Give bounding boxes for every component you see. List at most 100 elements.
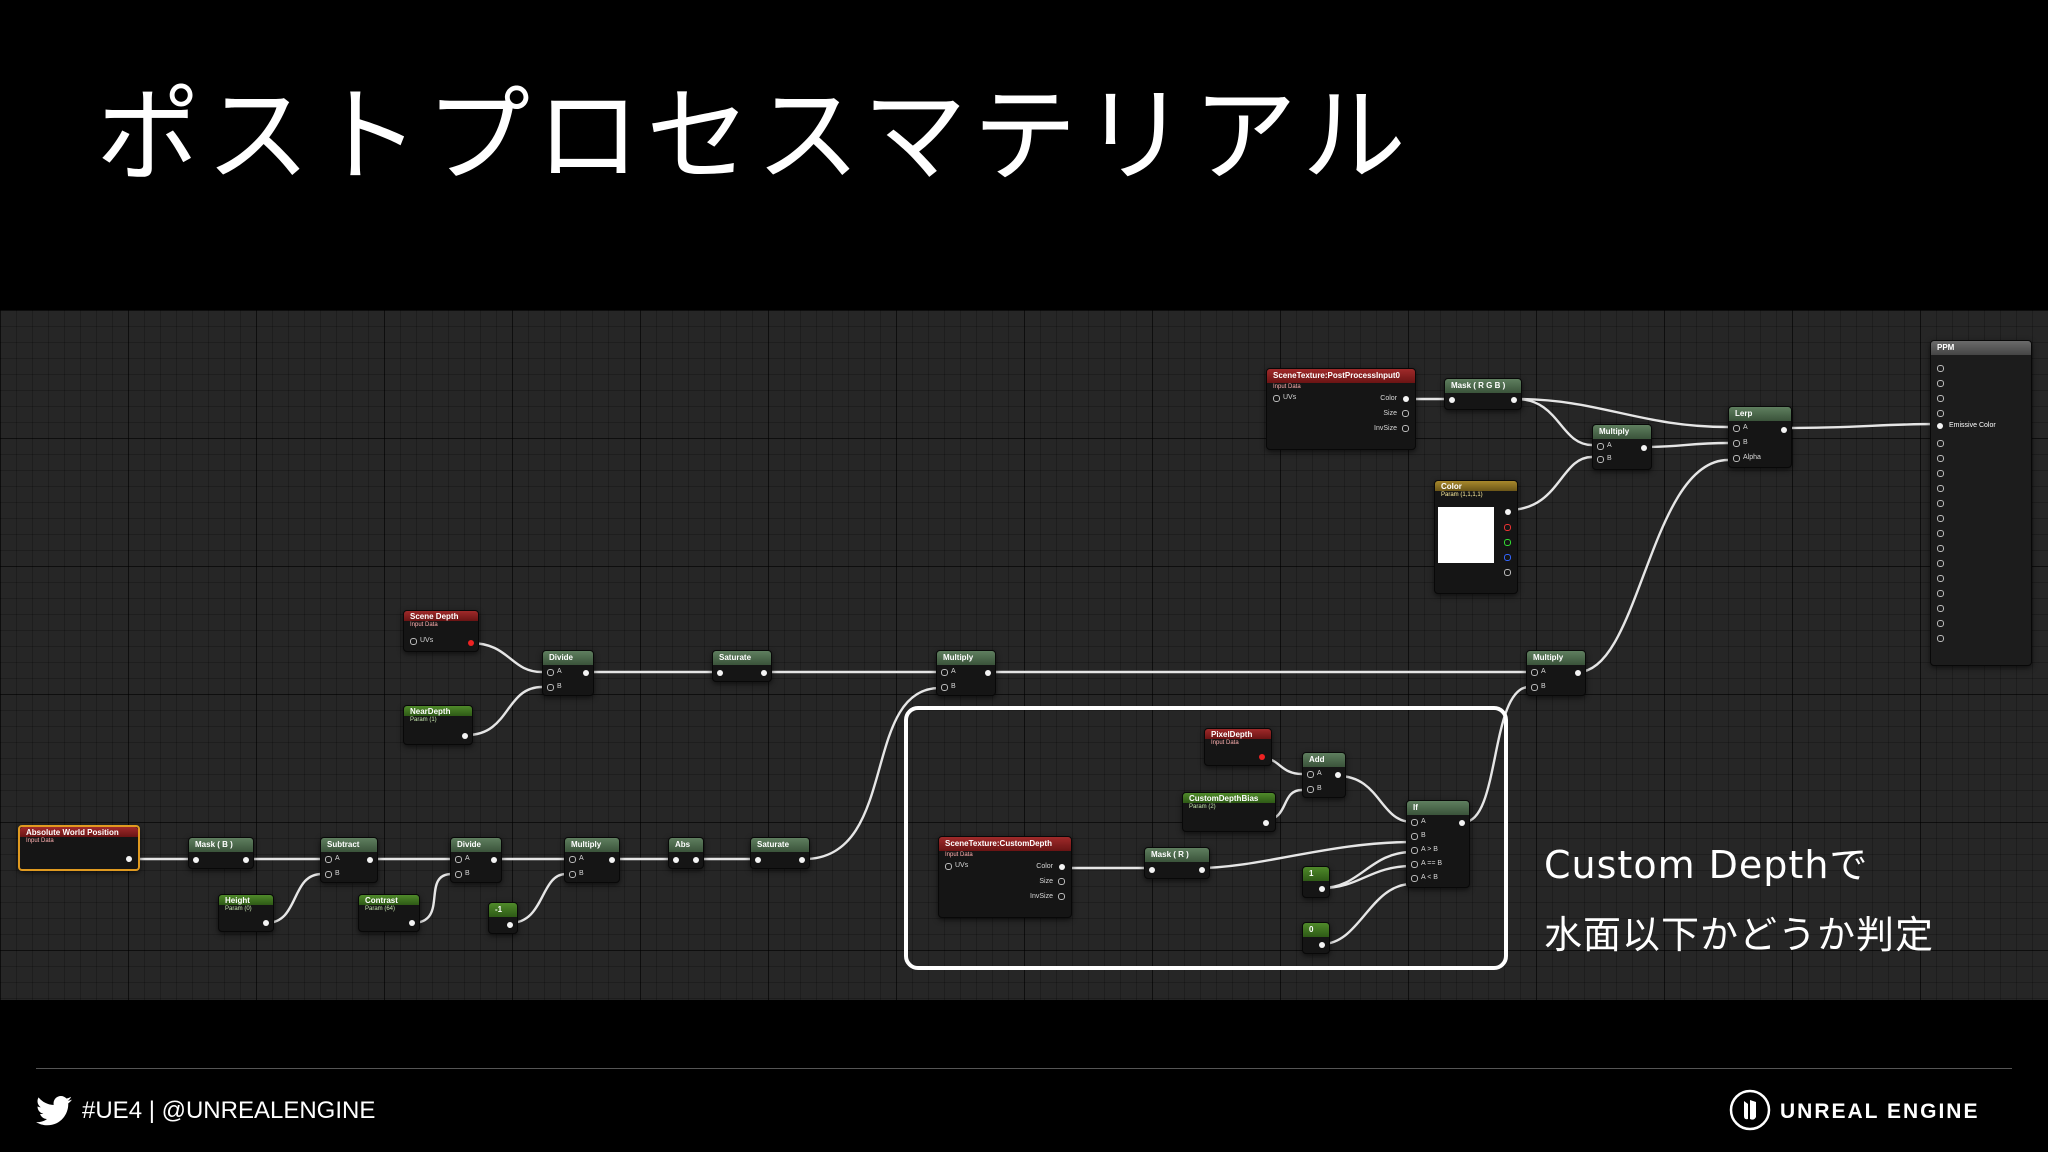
output-pin[interactable]: [1937, 470, 1944, 477]
pin-a-input[interactable]: [1597, 443, 1604, 450]
output-pin[interactable]: [1937, 500, 1944, 507]
pin-agtb-input[interactable]: [1411, 847, 1418, 854]
neardepth-parameter-node[interactable]: NearDepth Param (1): [403, 705, 473, 745]
output-pin[interactable]: [1937, 485, 1944, 492]
uvs-input-pin[interactable]: [1273, 395, 1280, 402]
output-pin[interactable]: [1937, 530, 1944, 537]
input-pin[interactable]: [1449, 397, 1455, 403]
uvs-input-pin[interactable]: [410, 638, 417, 645]
pin-b-input[interactable]: [547, 684, 554, 691]
pin-b-input[interactable]: [1307, 786, 1314, 793]
output-pin[interactable]: [1263, 820, 1269, 826]
scene-texture-customdepth-node[interactable]: SceneTexture:CustomDepth Input Data UVs …: [938, 836, 1072, 918]
pin-a-input[interactable]: [1531, 669, 1538, 676]
output-pin[interactable]: [409, 920, 415, 926]
a-output-pin[interactable]: [1504, 569, 1511, 576]
divide-node-1[interactable]: Divide A B: [542, 650, 594, 696]
uvs-input-pin[interactable]: [945, 863, 952, 870]
output-pin[interactable]: [1937, 620, 1944, 627]
output-pin[interactable]: [1937, 380, 1944, 387]
output-pin[interactable]: [462, 733, 468, 739]
output-pin[interactable]: [1937, 515, 1944, 522]
customdepthbias-parameter-node[interactable]: CustomDepthBias Param (2): [1182, 792, 1276, 832]
multiply-node-mid[interactable]: Multiply A B: [936, 650, 996, 696]
emissive-color-input-pin[interactable]: [1937, 423, 1943, 429]
output-pin[interactable]: [126, 856, 132, 862]
pin-a-input[interactable]: [569, 856, 576, 863]
contrast-parameter-node[interactable]: Contrast Param (64): [358, 894, 420, 932]
g-output-pin[interactable]: [1504, 539, 1511, 546]
if-node[interactable]: If A B A > B A == B A < B: [1406, 800, 1470, 888]
output-pin[interactable]: [1937, 560, 1944, 567]
output-pin[interactable]: [1199, 867, 1205, 873]
saturate-node-2[interactable]: Saturate: [750, 837, 810, 869]
output-pin[interactable]: [1641, 445, 1647, 451]
output-pin[interactable]: [1335, 772, 1341, 778]
output-pin[interactable]: [1459, 820, 1465, 826]
multiply-node-low[interactable]: Multiply A B: [564, 837, 620, 883]
output-pin[interactable]: [1319, 942, 1325, 948]
input-pin[interactable]: [1149, 867, 1155, 873]
output-pin[interactable]: [1937, 575, 1944, 582]
color-swatch[interactable]: [1438, 507, 1494, 563]
abs-node[interactable]: Abs: [668, 837, 704, 869]
pin-b-input[interactable]: [1411, 833, 1418, 840]
r-output-pin[interactable]: [1504, 524, 1511, 531]
output-pin[interactable]: [609, 857, 615, 863]
pin-b-input[interactable]: [1597, 456, 1604, 463]
pin-b-input[interactable]: [941, 684, 948, 691]
pin-altb-input[interactable]: [1411, 875, 1418, 882]
multiply-node-top[interactable]: Multiply A B: [1592, 424, 1652, 470]
invsize-output-pin[interactable]: [1402, 425, 1409, 432]
output-pin[interactable]: [1937, 410, 1944, 417]
mask-rgb-node[interactable]: Mask ( R G B ): [1444, 378, 1522, 410]
size-output-pin[interactable]: [1058, 878, 1065, 885]
size-output-pin[interactable]: [1402, 410, 1409, 417]
output-pin[interactable]: [1937, 455, 1944, 462]
material-graph-panel[interactable]: SceneTexture:PostProcessInput0 Input Dat…: [0, 310, 2048, 1000]
pin-b-input[interactable]: [325, 871, 332, 878]
output-pin[interactable]: [693, 857, 699, 863]
output-pin[interactable]: [507, 922, 513, 928]
pin-aeqb-input[interactable]: [1411, 861, 1418, 868]
absolute-world-position-node[interactable]: Absolute World Position Input Data: [18, 825, 140, 871]
output-pin[interactable]: [1937, 395, 1944, 402]
divide-node-2[interactable]: Divide A B: [450, 837, 502, 883]
pin-a-input[interactable]: [325, 856, 332, 863]
constant-neg1-node[interactable]: -1: [488, 902, 518, 934]
pin-a-input[interactable]: [1307, 771, 1314, 778]
output-pin[interactable]: [491, 857, 497, 863]
output-pin[interactable]: [1937, 545, 1944, 552]
invsize-output-pin[interactable]: [1058, 893, 1065, 900]
saturate-node-1[interactable]: Saturate: [712, 650, 772, 682]
output-pin[interactable]: [1937, 440, 1944, 447]
add-node[interactable]: Add A B: [1302, 752, 1346, 798]
output-pin[interactable]: [243, 857, 249, 863]
pin-a-input[interactable]: [1733, 425, 1740, 432]
output-pin[interactable]: [367, 857, 373, 863]
constant-1-node[interactable]: 1: [1302, 866, 1330, 898]
output-pin[interactable]: [583, 670, 589, 676]
ppm-material-output-node[interactable]: PPM Emissive Color: [1930, 340, 2032, 666]
constant-0-node[interactable]: 0: [1302, 922, 1330, 954]
pin-b-input[interactable]: [455, 871, 462, 878]
scene-texture-postprocessinput0-node[interactable]: SceneTexture:PostProcessInput0 Input Dat…: [1266, 368, 1416, 450]
output-pin[interactable]: [761, 670, 767, 676]
pin-b-input[interactable]: [1531, 684, 1538, 691]
height-parameter-node[interactable]: Height Param (0): [218, 894, 274, 932]
output-pin[interactable]: [468, 640, 474, 646]
output-pin[interactable]: [1319, 886, 1325, 892]
output-pin[interactable]: [1781, 427, 1787, 433]
output-pin[interactable]: [263, 920, 269, 926]
pin-a-input[interactable]: [455, 856, 462, 863]
b-output-pin[interactable]: [1504, 554, 1511, 561]
output-pin[interactable]: [985, 670, 991, 676]
multiply-node-right[interactable]: Multiply A B: [1526, 650, 1586, 696]
output-pin[interactable]: [1259, 754, 1265, 760]
output-pin[interactable]: [1937, 605, 1944, 612]
mask-r-node[interactable]: Mask ( R ): [1144, 847, 1210, 879]
pin-a-input[interactable]: [1411, 819, 1418, 826]
lerp-node[interactable]: Lerp A B Alpha: [1728, 406, 1792, 468]
pin-a-input[interactable]: [941, 669, 948, 676]
input-pin[interactable]: [193, 857, 199, 863]
